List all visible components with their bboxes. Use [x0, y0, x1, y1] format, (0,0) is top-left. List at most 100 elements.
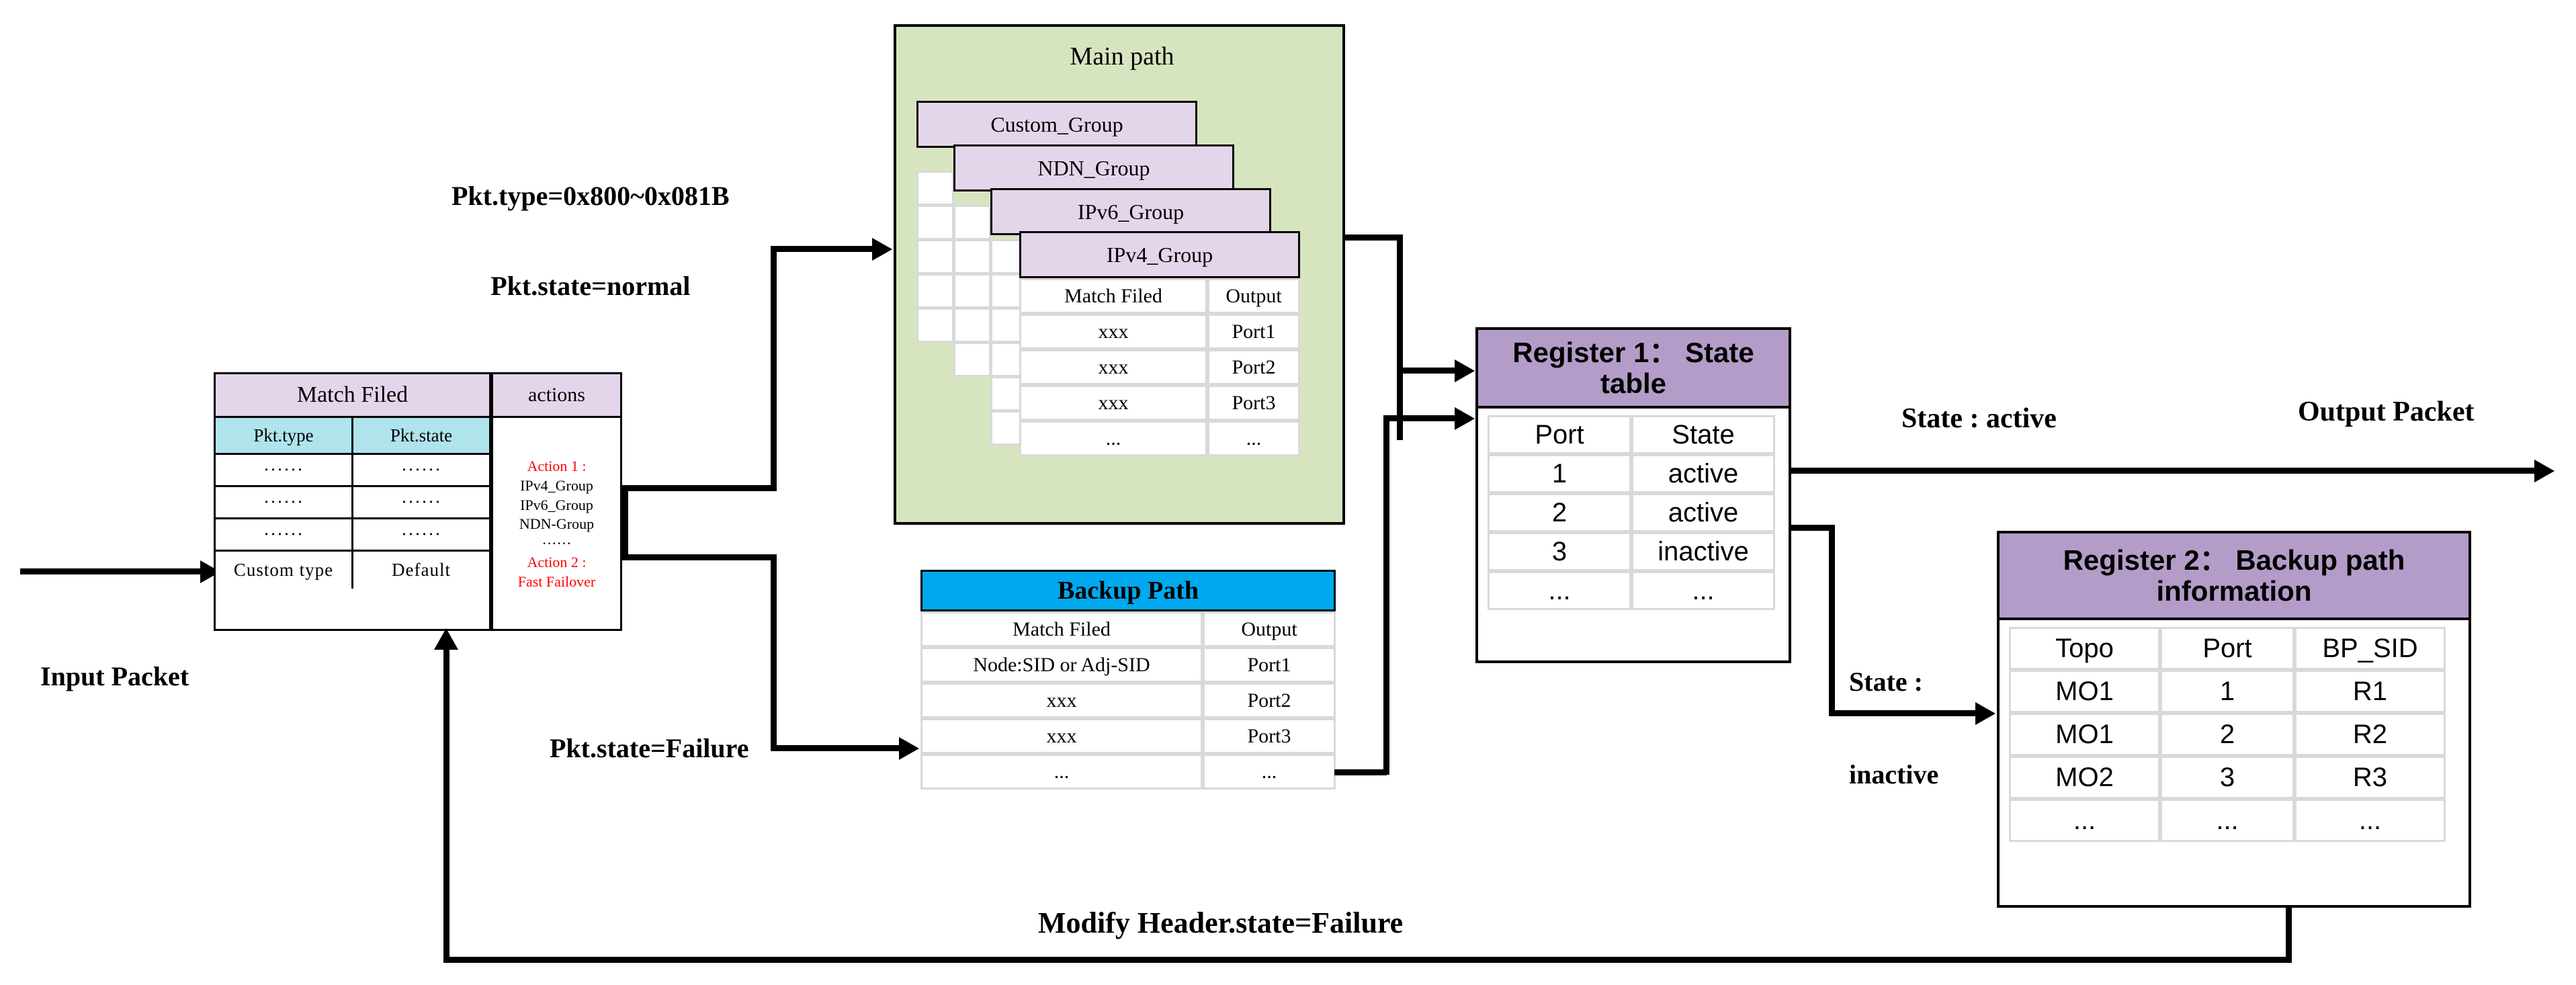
condition-main-line2: Pkt.state=normal	[490, 270, 691, 301]
output-packet-arrow	[2534, 460, 2554, 482]
col-match-filed: Match Filed	[920, 611, 1203, 647]
cell-port: 1	[2160, 670, 2294, 713]
feedback-horizontal	[443, 957, 2292, 963]
action1-item: IPv4_Group	[520, 477, 593, 495]
stack-ghost-cell	[916, 171, 954, 206]
stack-ghost-cell	[953, 308, 991, 343]
cell-output: Port1	[1207, 314, 1300, 349]
feedback-arrow-head	[434, 628, 458, 650]
cell-topo: MO1	[2009, 713, 2160, 756]
register2-title: Register 2： Backup path information	[2000, 533, 2468, 620]
input-arrow-line	[20, 568, 202, 574]
cell-state: ······	[401, 524, 441, 544]
branch-backup-vertical	[771, 554, 777, 751]
stack-ghost-cell	[953, 273, 991, 308]
table-row: Node:SID or Adj-SID Port1	[920, 647, 1336, 683]
branch-main-vertical	[771, 246, 777, 491]
register1-box: Register 1： State table Port State 1 act…	[1475, 327, 1791, 663]
table-header-row: Topo Port BP_SID	[2009, 627, 2459, 670]
register1-title: Register 1： State table	[1478, 330, 1789, 409]
action1-label: Action 1 :	[527, 458, 587, 475]
condition-main-line1: Pkt.type=0x800~0x081B	[452, 180, 730, 211]
col-match-filed: Match Filed	[1019, 278, 1207, 314]
action2-value: Fast Failover	[517, 572, 596, 590]
action1-item: IPv6_Group	[520, 496, 593, 513]
col-state: State	[1631, 415, 1775, 454]
table-row: Custom type Default	[216, 552, 489, 589]
mainpath-to-reg1-horizontal-2	[1397, 368, 1457, 374]
cell-port: 2	[1488, 493, 1631, 532]
branch-backup-horizontal-2	[771, 745, 902, 751]
cell-output: ...	[1203, 754, 1336, 789]
stack-ghost-cell	[916, 239, 954, 274]
input-packet-label: Input Packet	[40, 661, 189, 691]
stack-ghost-cell	[953, 342, 991, 377]
table-row: MO1 2 R2	[2009, 713, 2459, 756]
match-field-table: Match Filed Pkt.type Pkt.state ······ ··…	[214, 372, 491, 631]
col-output: Output	[1203, 611, 1336, 647]
cell-match: xxx	[920, 718, 1203, 754]
branch-backup-arrow	[899, 737, 919, 760]
condition-main-path-label: Pkt.type=0x800~0x081B Pkt.state=normal	[452, 121, 730, 361]
backup-to-reg1-horizontal-1	[1334, 769, 1387, 775]
cell-state: ...	[1631, 571, 1775, 610]
group-card-ipv4[interactable]: IPv4_Group	[1019, 231, 1300, 278]
actions-box: actions Action 1 : IPv4_Group IPv6_Group…	[491, 372, 622, 631]
table-row: xxx Port3	[920, 718, 1336, 754]
register2-table: Topo Port BP_SID MO1 1 R1 MO1 2 R2 MO2 3…	[2000, 620, 2468, 849]
cell-bpsid: R2	[2294, 713, 2446, 756]
table-row: ... ...	[920, 754, 1336, 789]
cell-port: 3	[1488, 532, 1631, 571]
actions-body: Action 1 : IPv4_Group IPv6_Group NDN-Gro…	[493, 418, 620, 631]
cell-output: Port3	[1207, 385, 1300, 421]
cell-port: 3	[2160, 756, 2294, 799]
branch-backup-horizontal-1	[622, 554, 777, 560]
actions-header: actions	[493, 374, 620, 418]
table-row: xxx Port2	[1019, 349, 1300, 385]
group-card-custom[interactable]: Custom_Group	[916, 101, 1197, 148]
register1-table: Port State 1 active 2 active 3 inactive …	[1478, 409, 1789, 617]
backup-path-table: Match Filed Output Node:SID or Adj-SID P…	[920, 611, 1336, 789]
cell-output: ...	[1207, 421, 1300, 456]
table-row: 2 active	[1488, 493, 1779, 532]
cell-type: Custom type	[216, 552, 353, 589]
cell-port: 2	[2160, 713, 2294, 756]
table-row: ······ ······	[216, 455, 489, 487]
cell-topo: MO1	[2009, 670, 2160, 713]
state-inactive-line1: State :	[1849, 667, 1923, 697]
cell-match: xxx	[920, 683, 1203, 718]
cell-state: ······	[401, 460, 441, 480]
backup-to-reg1-vertical	[1383, 415, 1389, 775]
table-header-row: Match Filed Output	[920, 611, 1336, 647]
group-card-ipv6[interactable]: IPv6_Group	[990, 188, 1271, 235]
main-path-container: Main path Custom_Group NDN_Group IPv6_Gr…	[894, 24, 1345, 525]
modify-header-label: Modify Header.state=Failure	[1038, 906, 1404, 939]
action2-label: Action 2 :	[527, 554, 587, 571]
cell-state: ······	[401, 492, 441, 512]
reg1-to-reg2-horizontal-1	[1791, 525, 1832, 531]
table-row: ... ...	[1019, 421, 1300, 456]
cell-output: Port2	[1203, 683, 1336, 718]
stack-ghost-cell	[916, 273, 954, 308]
output-packet-label: Output Packet	[2298, 396, 2475, 427]
reg1-to-reg2-horizontal-2	[1829, 710, 1978, 716]
cell-bpsid: R1	[2294, 670, 2446, 713]
cell-state: active	[1631, 493, 1775, 532]
cell-state: inactive	[1631, 532, 1775, 571]
state-inactive-line2: inactive	[1849, 759, 1939, 789]
cell-topo: MO2	[2009, 756, 2160, 799]
group-card-ndn[interactable]: NDN_Group	[953, 144, 1234, 191]
cell-type: ······	[216, 519, 353, 550]
table-row: ... ... ...	[2009, 799, 2459, 842]
subheader-pkt-state: Pkt.state	[353, 418, 489, 453]
cell-output: Port2	[1207, 349, 1300, 385]
backup-to-reg1-horizontal-2	[1383, 415, 1457, 421]
table-row: MO1 1 R1	[2009, 670, 2459, 713]
cell-match: ...	[920, 754, 1203, 789]
table-row: 1 active	[1488, 454, 1779, 493]
cell-bpsid: R3	[2294, 756, 2446, 799]
cell-output: Port1	[1203, 647, 1336, 683]
col-topo: Topo	[2009, 627, 2160, 670]
mainpath-to-reg1-arrow	[1455, 359, 1475, 382]
table-row: xxx Port2	[920, 683, 1336, 718]
